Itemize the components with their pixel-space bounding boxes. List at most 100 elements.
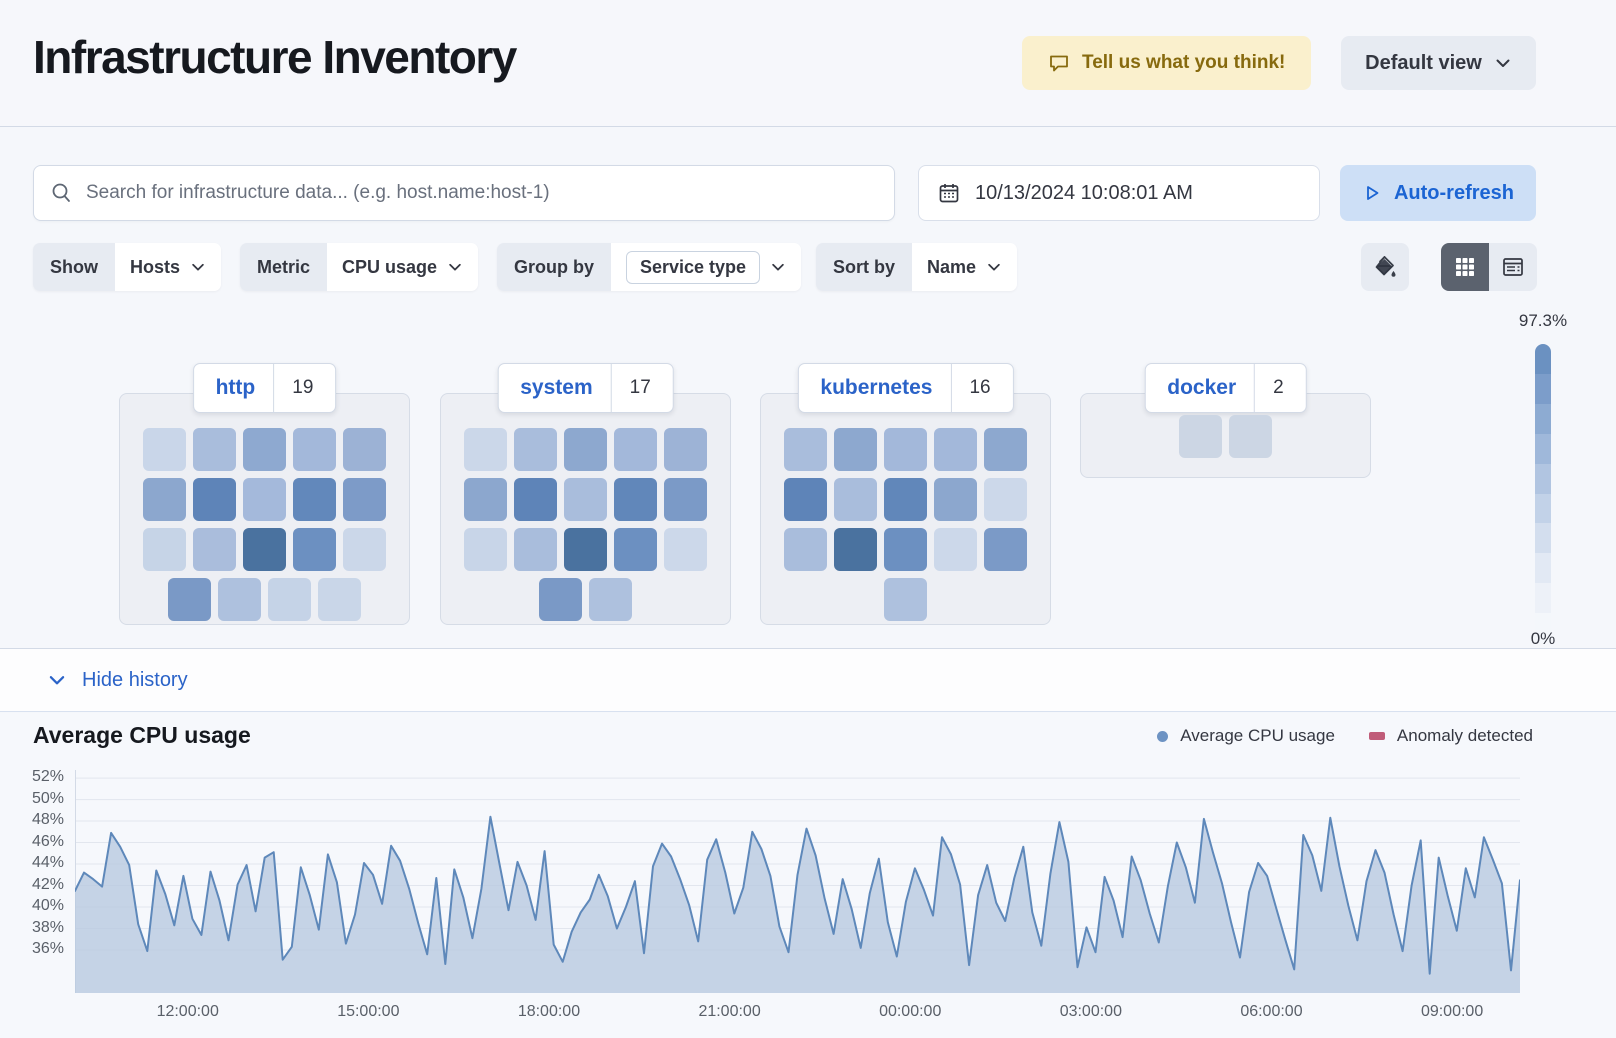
group-by-filter: Group by Service type [497, 243, 802, 291]
host-tile[interactable] [218, 578, 261, 621]
cpu-usage-area-chart [74, 770, 1521, 998]
host-tile[interactable] [293, 528, 336, 571]
group-name-link[interactable]: system [520, 376, 593, 399]
metric-filter-selected: CPU usage [342, 256, 438, 277]
y-axis-tick: 36% [31, 940, 64, 957]
legend-label: Anomaly detected [1396, 726, 1533, 745]
host-tile[interactable] [934, 428, 977, 471]
host-tile[interactable] [539, 578, 582, 621]
host-tile[interactable] [984, 428, 1027, 471]
group-by-filter-value[interactable]: Service type [611, 243, 802, 291]
host-tile[interactable] [564, 478, 607, 521]
host-tile[interactable] [243, 478, 286, 521]
scale-min-label: 0% [1530, 629, 1556, 648]
host-tile[interactable] [293, 428, 336, 471]
metric-filter-value[interactable]: CPU usage [327, 243, 479, 291]
color-scale-bar [1535, 344, 1551, 643]
group-name-link[interactable]: http [215, 376, 256, 399]
host-tile[interactable] [1179, 415, 1222, 458]
waffle-grid [120, 428, 409, 621]
host-tile[interactable] [293, 478, 336, 521]
date-time-picker[interactable]: 10/13/2024 10:08:01 AM [918, 165, 1320, 221]
group-name-link[interactable]: kubernetes [820, 376, 933, 399]
legend-item[interactable]: Anomaly detected [1368, 726, 1533, 746]
host-tile[interactable] [343, 528, 386, 571]
host-tile[interactable] [514, 428, 557, 471]
auto-refresh-button[interactable]: Auto-refresh [1340, 165, 1536, 221]
host-tile[interactable] [884, 528, 927, 571]
host-tile[interactable] [564, 428, 607, 471]
host-tile[interactable] [834, 428, 877, 471]
host-tile[interactable] [834, 528, 877, 571]
group-name-link[interactable]: docker [1167, 376, 1237, 399]
play-icon [1362, 183, 1382, 203]
host-tile[interactable] [664, 528, 707, 571]
host-tile[interactable] [143, 478, 186, 521]
search-input[interactable] [86, 182, 878, 204]
waffle-row [884, 578, 927, 621]
x-axis-tick: 09:00:00 [1420, 1003, 1484, 1020]
host-tile[interactable] [984, 478, 1027, 521]
host-tile[interactable] [664, 478, 707, 521]
host-tile[interactable] [934, 528, 977, 571]
host-tile[interactable] [193, 528, 236, 571]
waffle-row [1179, 415, 1272, 458]
feedback-button[interactable]: Tell us what you think! [1022, 36, 1312, 90]
host-tile[interactable] [884, 478, 927, 521]
host-tile[interactable] [984, 528, 1027, 571]
host-tile[interactable] [168, 578, 211, 621]
legend-item[interactable]: Average CPU usage [1157, 726, 1335, 746]
group-by-filter-selected[interactable]: Service type [626, 250, 761, 284]
host-tile[interactable] [784, 528, 827, 571]
host-tile[interactable] [243, 528, 286, 571]
table-view-button[interactable] [1489, 243, 1537, 291]
host-tile[interactable] [884, 428, 927, 471]
host-tile[interactable] [343, 428, 386, 471]
host-tile[interactable] [193, 428, 236, 471]
sort-by-filter-selected: Name [927, 256, 977, 277]
waffle-row [784, 528, 1027, 571]
host-tile[interactable] [193, 478, 236, 521]
host-tile[interactable] [884, 578, 927, 621]
host-tile[interactable] [318, 578, 361, 621]
scale-step [1535, 433, 1551, 464]
host-tile[interactable] [268, 578, 311, 621]
host-tile[interactable] [343, 478, 386, 521]
scale-step [1535, 344, 1551, 374]
host-tile[interactable] [1229, 415, 1272, 458]
host-tile[interactable] [514, 478, 557, 521]
host-tile[interactable] [143, 428, 186, 471]
host-tile[interactable] [784, 428, 827, 471]
chevron-down-icon [49, 676, 65, 685]
view-selector-label: Default view [1365, 51, 1482, 74]
host-tile[interactable] [464, 428, 507, 471]
host-tile[interactable] [564, 528, 607, 571]
grid-view-button[interactable] [1441, 243, 1489, 291]
color-palette-button[interactable] [1361, 243, 1409, 291]
x-axis-tick: 18:00:00 [517, 1003, 581, 1020]
host-tile[interactable] [514, 528, 557, 571]
host-tile[interactable] [243, 428, 286, 471]
chevron-down-icon [192, 263, 204, 271]
sort-by-filter-value[interactable]: Name [912, 243, 1018, 291]
host-tile[interactable] [934, 478, 977, 521]
show-filter-value[interactable]: Hosts [115, 243, 222, 291]
host-tile[interactable] [664, 428, 707, 471]
host-tile[interactable] [464, 528, 507, 571]
waffle-row [784, 478, 1027, 521]
view-selector-button[interactable]: Default view [1341, 36, 1536, 90]
host-tile[interactable] [614, 478, 657, 521]
host-tile[interactable] [614, 528, 657, 571]
host-tile[interactable] [834, 478, 877, 521]
y-axis-tick: 44% [31, 854, 64, 872]
paint-bucket-icon [1375, 256, 1396, 277]
hide-history-toggle[interactable]: Hide history [47, 669, 188, 692]
host-tile[interactable] [464, 478, 507, 521]
chart-legend: Average CPU usage Anomaly detected [1157, 726, 1533, 746]
host-tile[interactable] [589, 578, 632, 621]
host-tile[interactable] [784, 478, 827, 521]
host-tile[interactable] [614, 428, 657, 471]
host-tile[interactable] [143, 528, 186, 571]
scale-step [1535, 613, 1551, 643]
